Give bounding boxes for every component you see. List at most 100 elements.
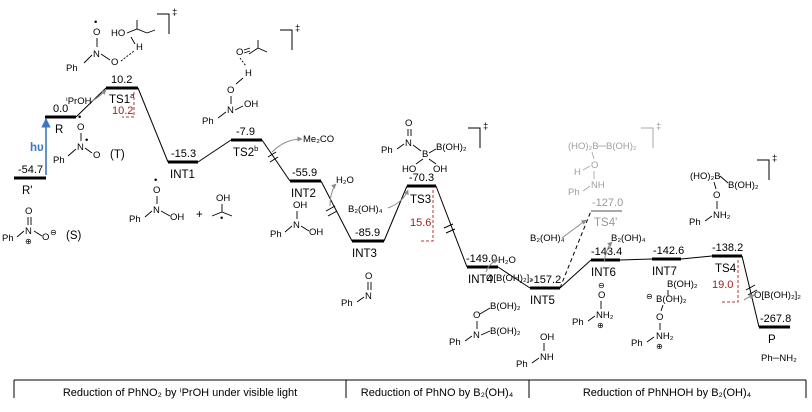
svg-text:N: N [93, 49, 100, 60]
svg-text:Ph: Ph [53, 155, 65, 166]
energy-r-prime: -54.7 [18, 164, 43, 176]
svg-text:B(OH)₂: B(OH)₂ [656, 294, 687, 305]
hv-label: hυ [30, 142, 44, 154]
reagent-obpin-2: O[B(OH)₂]₂ [754, 290, 801, 301]
mol-int6: O ⊖ NH₂ ⊕ Ph [572, 281, 614, 330]
mol-aniline: Ph─NH₂ [761, 353, 797, 364]
connectors [75, 87, 760, 328]
barrier-ts1: 10.2 [112, 105, 133, 117]
svg-text:B(OH)₂: B(OH)₂ [667, 279, 698, 290]
section-bar: Reduction of PhNO₂ by ⁱPrOH under visibl… [13, 379, 807, 399]
svg-text:⊕: ⊕ [597, 321, 604, 330]
svg-text:N: N [365, 291, 372, 302]
svg-text:Ph: Ph [270, 229, 282, 240]
energy-ts3: -70.3 [409, 172, 434, 184]
mol-int4: O B(OH)₂ N B(OH)₂ Ph [449, 301, 521, 348]
svg-text:HO: HO [111, 28, 125, 39]
svg-text:O: O [713, 190, 720, 201]
energy-int7: -142.6 [653, 245, 684, 257]
svg-text:N: N [77, 142, 84, 153]
energy-ts4: -138.2 [712, 242, 743, 254]
svg-text:OH: OH [170, 212, 184, 223]
svg-text:‡: ‡ [483, 121, 488, 132]
mol-int7: B(OH)₂ ⊖ B(OH)₂ O NH₂ ⊕ Ph [631, 279, 698, 351]
svg-text:OH: OH [293, 200, 307, 211]
section-phno-reduction: Reduction of PhNO by B₂(OH)₄ [361, 387, 514, 399]
label-int2: INT2 [291, 188, 316, 200]
svg-text:NH: NH [591, 180, 605, 191]
svg-text:NH₂: NH₂ [596, 310, 614, 321]
svg-text:•: • [94, 17, 97, 28]
energy-ts4-prime: -127.0 [592, 197, 623, 209]
svg-text:N: N [227, 105, 234, 116]
svg-text:O: O [111, 57, 118, 68]
label-r: R [55, 124, 63, 136]
svg-text:•: • [78, 112, 81, 123]
energy-int3: -85.9 [355, 227, 380, 239]
label-int6: INT6 [591, 267, 616, 279]
svg-text:⊖: ⊖ [50, 228, 57, 237]
reagent-obpin-1: O[B(OH)₂]₂ [486, 273, 533, 284]
svg-text:O: O [93, 27, 100, 38]
label-int3: INT3 [352, 248, 377, 260]
mol-ts3: O N Ph B B(OH)₂ HO OH ‡ [381, 118, 488, 175]
reagent-b2oh4-2: B₂(OH)₄ [530, 233, 565, 244]
svg-text:OH: OH [433, 164, 447, 175]
svg-text:N: N [293, 220, 300, 231]
label-int1: INT1 [170, 169, 195, 181]
label-r-prime: R' [22, 185, 33, 197]
svg-text:Ph: Ph [2, 233, 14, 244]
svg-text:OH: OH [244, 99, 258, 110]
svg-text:H: H [574, 167, 581, 178]
svg-text:Ph: Ph [449, 337, 461, 348]
svg-text:O: O [153, 185, 160, 196]
svg-text:O: O [42, 232, 49, 243]
svg-text:B(OH)₂: B(OH)₂ [436, 142, 467, 153]
svg-text:⊕: ⊕ [25, 237, 32, 246]
energy-int5: -157.2 [530, 274, 561, 286]
svg-text:Ph: Ph [568, 187, 580, 198]
svg-text:B(OH)₂: B(OH)₂ [606, 141, 637, 152]
svg-text:O: O [473, 310, 480, 321]
svg-text:Ph: Ph [631, 338, 643, 349]
label-p: P [768, 334, 776, 346]
svg-text:O: O [656, 312, 663, 323]
svg-text:B: B [422, 149, 428, 160]
svg-text:NH₂: NH₂ [713, 210, 731, 221]
mol-ts4: (HO)₂B B(OH)₂ O NH₂ Ph ‡ [689, 153, 777, 228]
reagent-h2o-1: H₂O [336, 175, 354, 186]
energy-p: -267.8 [760, 313, 791, 325]
mol-int1: O • N OH Ph + OH • [129, 175, 233, 225]
label-int5: INT5 [530, 295, 555, 307]
label-ts4: TS4 [715, 263, 737, 275]
section-phnhoh-reduction: Reduction of PhNHOH by B₂(OH)₄ [583, 387, 752, 399]
svg-text:⊖: ⊖ [598, 281, 605, 290]
energy-values: -54.7 0.0 10.2 -15.3 -7.9 -55.9 -85.9 -7… [18, 74, 791, 325]
mol-int5: OH NH Ph [516, 332, 554, 370]
svg-text:HO: HO [402, 164, 416, 175]
label-singlet: (S) [66, 230, 82, 242]
svg-text:OH: OH [540, 332, 554, 343]
label-ts4-prime: TS4' [594, 217, 617, 229]
svg-text:O: O [405, 118, 412, 129]
svg-text:O: O [365, 271, 372, 282]
svg-text:‡: ‡ [295, 23, 300, 34]
label-ts3: TS3 [410, 194, 431, 206]
svg-text:+: + [196, 209, 203, 221]
svg-text:Ph: Ph [516, 359, 528, 370]
reagent-iproh: ⁱPrOH [66, 96, 92, 107]
energy-ts1: 10.2 [111, 74, 132, 86]
svg-text:NH: NH [540, 352, 554, 363]
svg-text:H: H [136, 42, 143, 53]
svg-text:O: O [598, 290, 605, 301]
svg-text:⊖: ⊖ [646, 292, 653, 301]
svg-text:Ph─NH₂: Ph─NH₂ [761, 353, 797, 364]
energy-ts2: -7.9 [236, 126, 255, 138]
energy-int1: -15.3 [171, 148, 196, 160]
mol-ts4-prime: (HO)₂B B(OH)₂ O H NH Ph ‡ [568, 121, 661, 198]
reagent-h2o-2: H₂O [498, 255, 516, 266]
label-ts2: TS2b [233, 144, 258, 159]
mol-r-triplet: O • N • O Ph (T) [53, 112, 125, 166]
svg-text:O: O [25, 206, 32, 217]
